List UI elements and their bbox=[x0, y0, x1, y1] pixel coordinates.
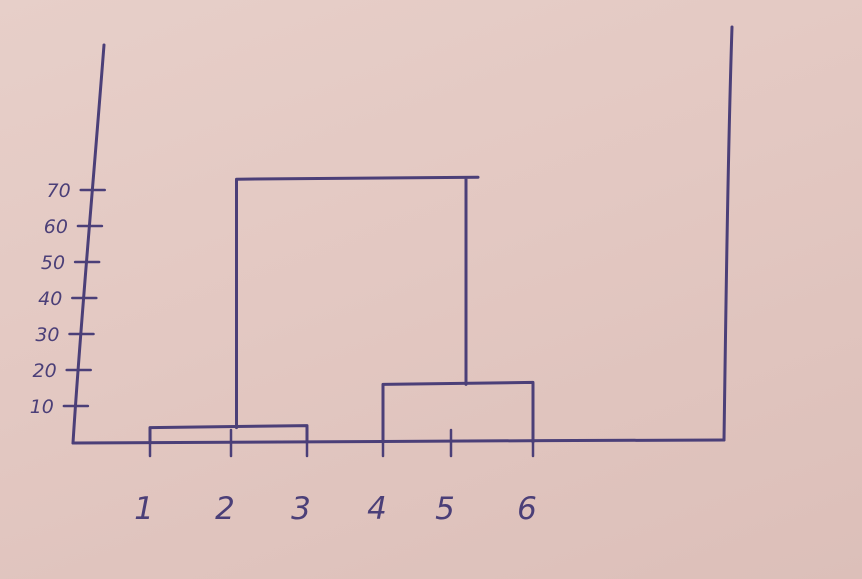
y-tick-label-60: 60 bbox=[44, 216, 68, 238]
leaf-label-3: 3 bbox=[291, 491, 311, 527]
dendrogram-links bbox=[148, 175, 535, 444]
right-border-line bbox=[722, 25, 734, 442]
leaf-label-5: 5 bbox=[435, 491, 455, 527]
leaf-label-2: 2 bbox=[215, 491, 235, 527]
y-tick-label-70: 70 bbox=[47, 180, 71, 202]
y-axis-line bbox=[71, 43, 106, 445]
merge-link-1 bbox=[148, 424, 309, 444]
y-tick-labels: 10 20 30 40 50 60 70 bbox=[30, 180, 71, 418]
y-axis bbox=[71, 43, 106, 445]
y-tick-label-20: 20 bbox=[33, 360, 57, 382]
leaf-label-6: 6 bbox=[517, 491, 537, 527]
x-leaf-labels: 1 2 3 4 5 6 bbox=[134, 491, 537, 527]
y-tick-label-10: 10 bbox=[30, 396, 54, 418]
leaf-label-4: 4 bbox=[367, 491, 387, 527]
merge-link-2 bbox=[381, 380, 535, 444]
y-tick-label-40: 40 bbox=[38, 288, 62, 310]
leaf-label-1: 1 bbox=[134, 491, 154, 527]
y-tick-label-30: 30 bbox=[35, 324, 59, 346]
x-axis-line bbox=[71, 438, 726, 445]
y-tick-label-50: 50 bbox=[41, 252, 65, 274]
y-ticks bbox=[62, 188, 106, 408]
merge-link-3 bbox=[235, 175, 480, 430]
